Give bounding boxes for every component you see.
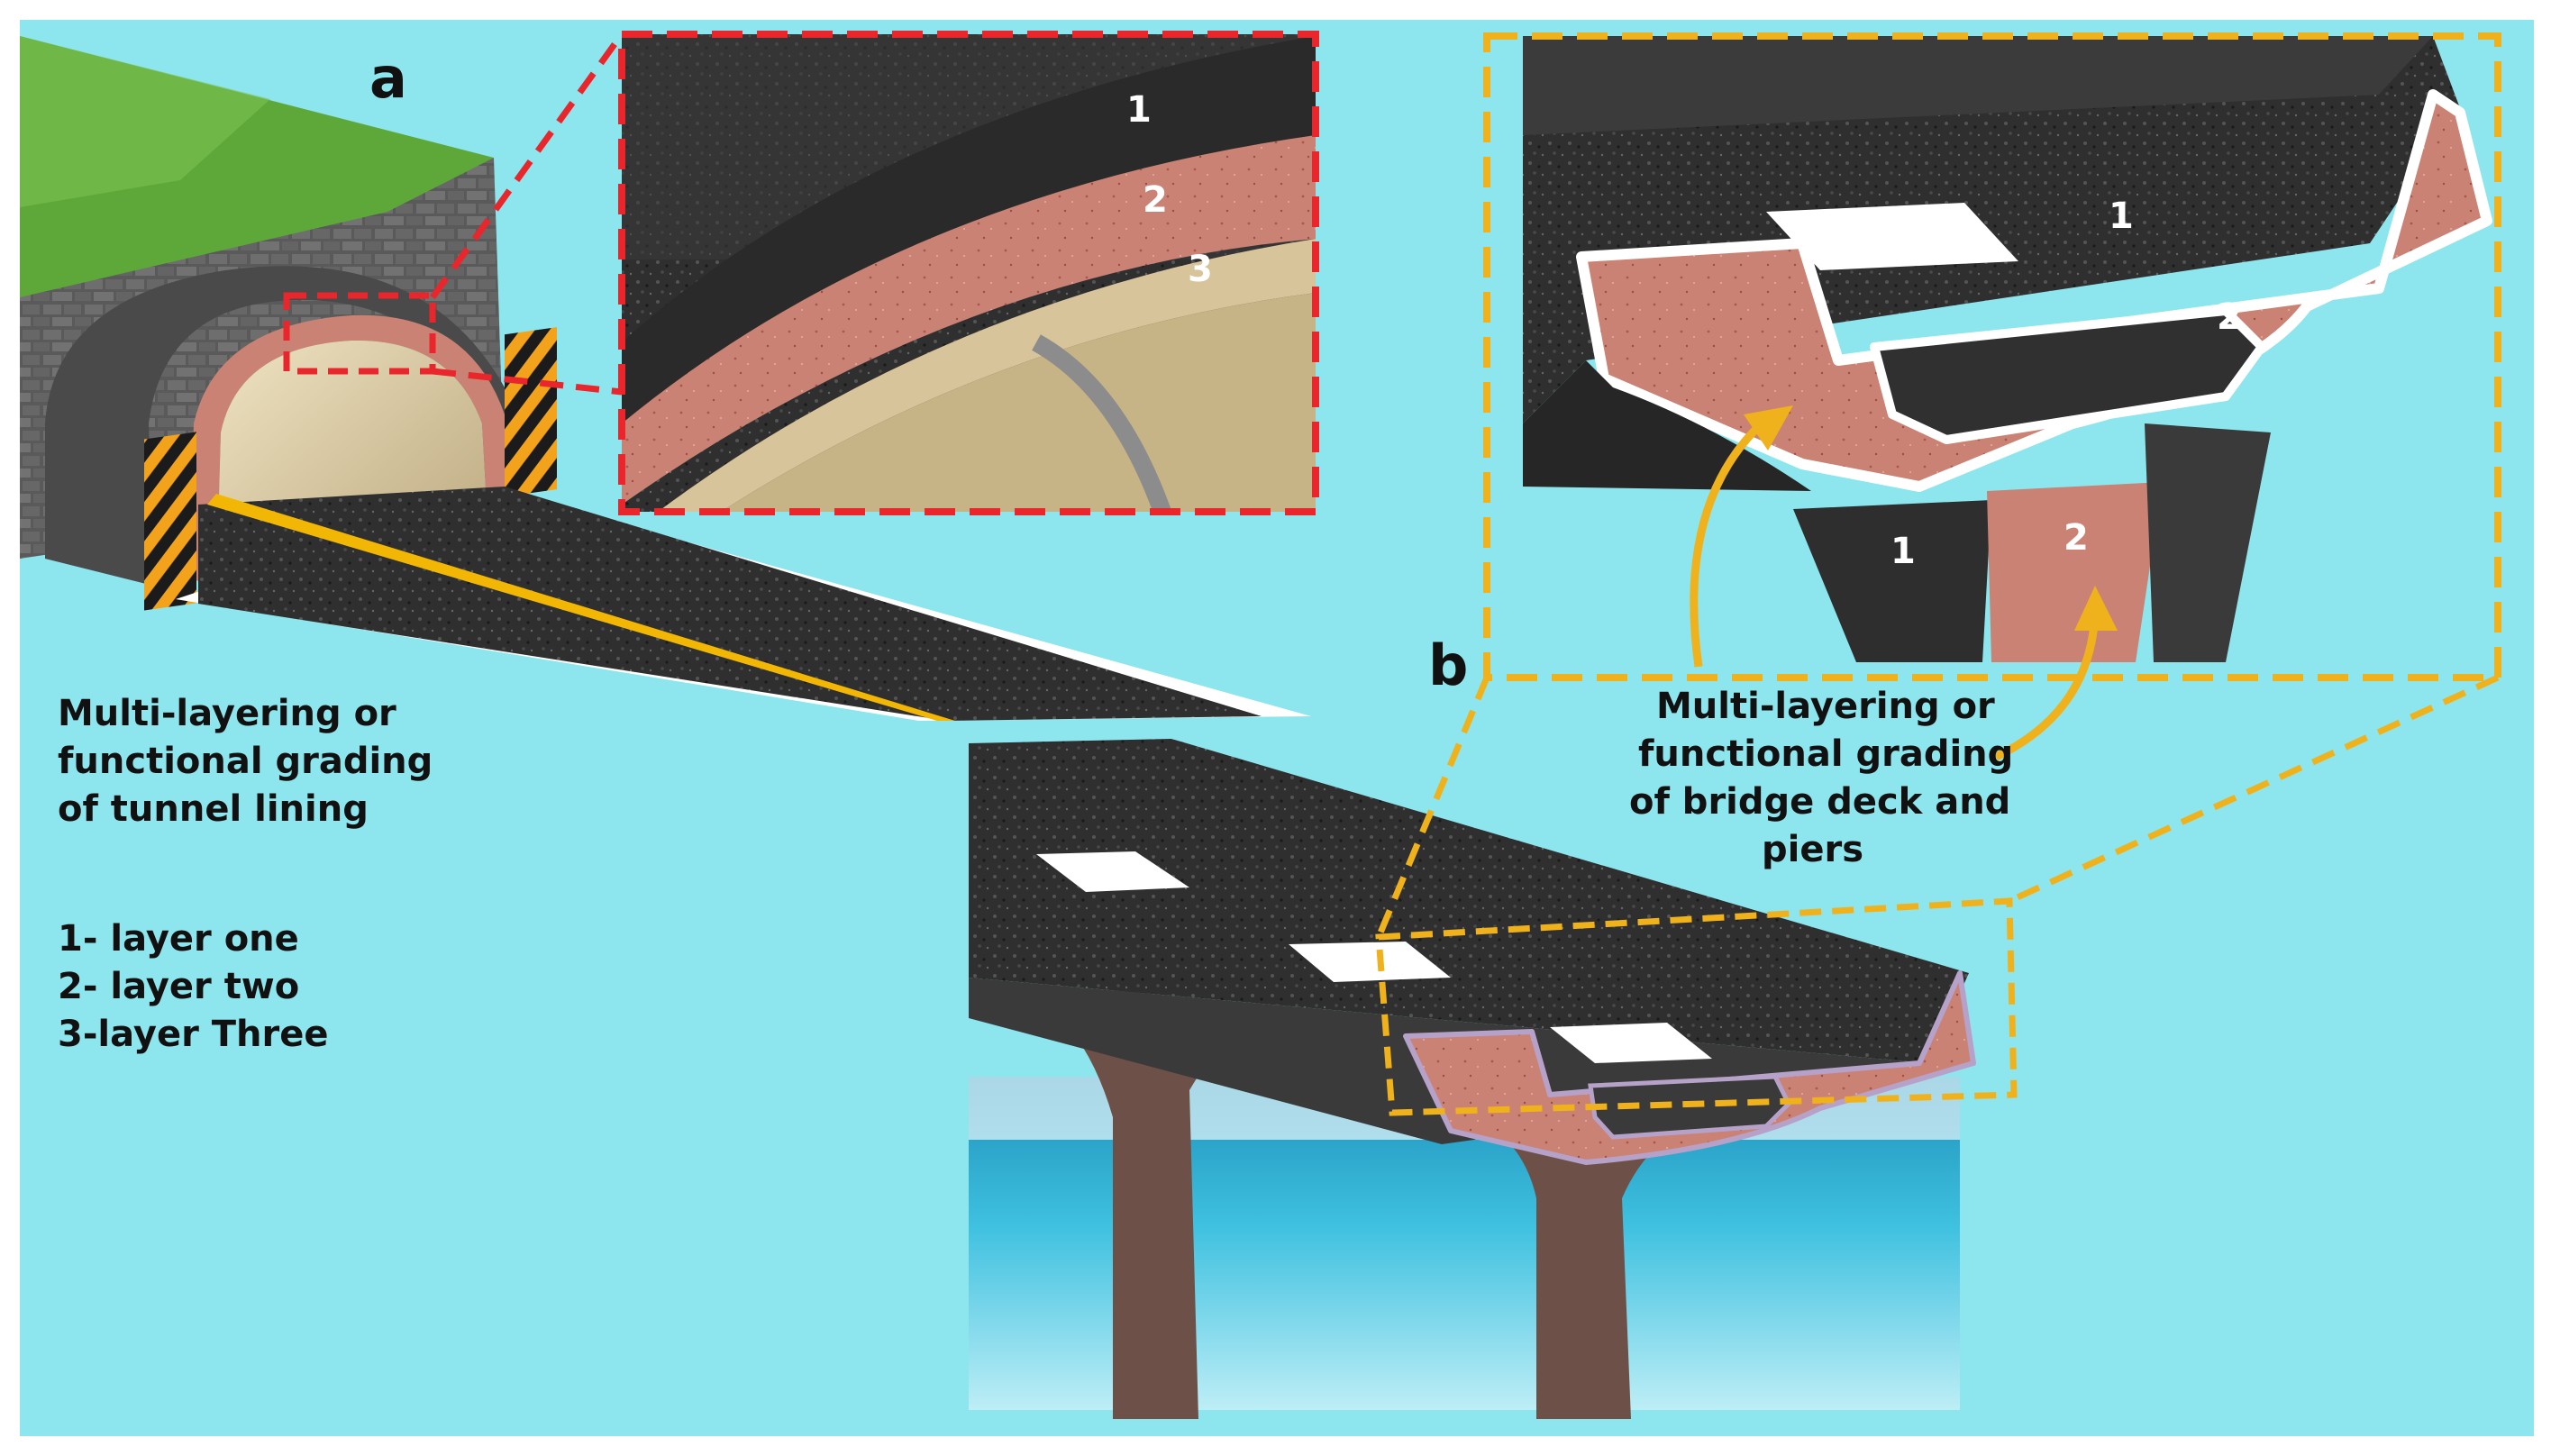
arrow-to-deck	[1690, 420, 1765, 668]
zoom-tunnel-inside	[721, 293, 1316, 512]
arrow-to-pier	[1994, 612, 2100, 761]
zoom-deck-underside	[1523, 360, 1811, 491]
zoom-girder-void	[1870, 306, 2266, 444]
bridge-caption-line-2: functional grading	[1638, 733, 2013, 775]
zoom-pier-layer-one	[1793, 500, 1991, 662]
bridge-deck-zoom: 1 2 1 2	[1483, 32, 2501, 681]
deck-number-1: 1	[2109, 196, 2134, 237]
tunnel-road	[198, 487, 1262, 721]
bridge-pier-right	[1460, 1108, 1712, 1419]
bridge-deck-surface	[969, 739, 1969, 1063]
legend-item-3: 3-layer Three	[58, 1014, 329, 1055]
tunnel-callout-small	[283, 292, 436, 375]
bridge-girder-section	[1403, 970, 1976, 1165]
hazard-post-left	[144, 432, 196, 611]
bridge-callout-small	[1375, 897, 2018, 1116]
tunnel-callout-line-top	[430, 32, 624, 300]
bridge-marking-1	[1036, 851, 1189, 892]
legend-item-2: 2- layer two	[58, 966, 299, 1007]
bridge-illustration	[969, 739, 2018, 1419]
zoom-layer-two	[622, 135, 1316, 505]
zoom-number-3: 3	[1188, 249, 1213, 290]
tunnel-caption-line-1: Multi-layering or	[58, 693, 396, 734]
zoom-number-2: 2	[1143, 179, 1168, 221]
portal-arch	[45, 266, 518, 586]
tunnel-caption-line-2: functional grading	[58, 741, 433, 782]
bridge-marking-3	[1550, 1023, 1712, 1063]
tunnel-caption-line-3: of tunnel lining	[58, 788, 369, 830]
zoom-deck-marking	[1766, 203, 2018, 270]
zoom-layer-three	[658, 239, 1316, 512]
grass-highlight	[20, 36, 270, 207]
bridge-caption-line-4: piers	[1762, 829, 1863, 870]
bridge-marking-2	[1289, 942, 1451, 982]
tunnel-lining-zoom: 1 2 3	[618, 31, 1319, 515]
road-center-stripe	[207, 494, 955, 721]
zoom-deck-top	[1523, 36, 2433, 135]
zoom-number-1: 1	[1126, 89, 1152, 131]
zoom-pier-layer-two	[1987, 482, 2163, 662]
bridge-callout-line-right	[2008, 674, 2500, 905]
panel-b-letter: b	[1428, 632, 1468, 698]
bridge-callout-line-top	[1375, 676, 1490, 939]
hazard-post-right	[505, 327, 557, 497]
deck-number-2: 2	[2217, 296, 2242, 338]
arrow-to-pier-head	[2074, 586, 2118, 631]
tunnel-callout-line-bottom	[432, 368, 623, 396]
zoom-pier-cap	[2145, 423, 2271, 662]
bridge-caption-line-1: Multi-layering or	[1656, 686, 1995, 727]
bridge-callout-box	[1483, 32, 2501, 681]
pier-number-2: 2	[2064, 517, 2089, 559]
legend-item-1: 1- layer one	[58, 918, 299, 960]
tunnel-illustration	[20, 36, 1311, 721]
pier-number-1: 1	[1890, 531, 1916, 572]
panel-a-letter: a	[369, 45, 407, 111]
bridge-pier-left	[1009, 987, 1289, 1419]
zoom-pipe	[1032, 334, 1171, 515]
arrow-to-deck-head	[1744, 405, 1793, 450]
bridge-caption-line-3: of bridge deck and	[1629, 781, 2010, 823]
zoom-layer-one	[622, 36, 1316, 423]
